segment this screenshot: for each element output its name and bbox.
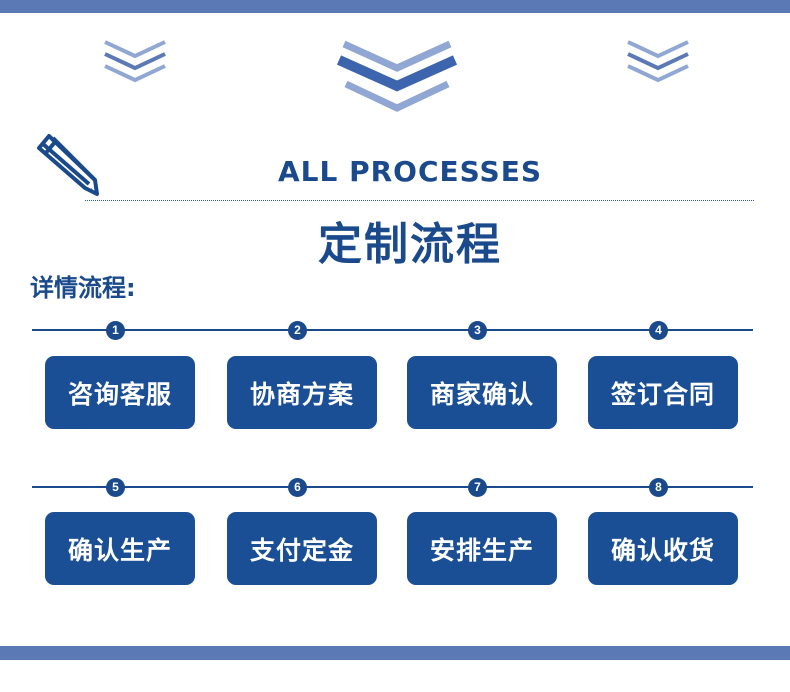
page-title: 定制流程: [318, 219, 502, 270]
step-box-7: 安排生产: [407, 512, 557, 585]
chevron-down-icon: [627, 40, 689, 83]
step-number-5: 5: [106, 478, 125, 497]
step-number-1: 1: [106, 321, 125, 340]
step-box-5: 确认生产: [45, 512, 195, 585]
step-number-3: 3: [468, 321, 487, 340]
english-title: ALL PROCESSES: [277, 155, 543, 188]
section-subtitle: 详情流程:: [30, 274, 136, 302]
top-decor-bar: [0, 0, 790, 13]
dotted-divider: [85, 200, 754, 201]
step-number-7: 7: [468, 478, 487, 497]
timeline-line-row2: [32, 486, 753, 488]
step-box-3: 商家确认: [407, 356, 557, 429]
bottom-decor-bar: [0, 646, 790, 660]
step-number-8: 8: [649, 478, 668, 497]
pencil-icon: [37, 134, 99, 196]
step-box-6: 支付定金: [227, 512, 377, 585]
step-number-4: 4: [649, 321, 668, 340]
step-box-2: 协商方案: [227, 356, 377, 429]
chevron-down-icon: [336, 40, 458, 112]
step-box-1: 咨询客服: [45, 356, 195, 429]
timeline-line-row1: [32, 329, 753, 331]
step-number-2: 2: [288, 321, 307, 340]
chevron-down-icon: [104, 40, 166, 83]
step-box-4: 签订合同: [588, 356, 738, 429]
step-number-6: 6: [288, 478, 307, 497]
step-box-8: 确认收货: [588, 512, 738, 585]
